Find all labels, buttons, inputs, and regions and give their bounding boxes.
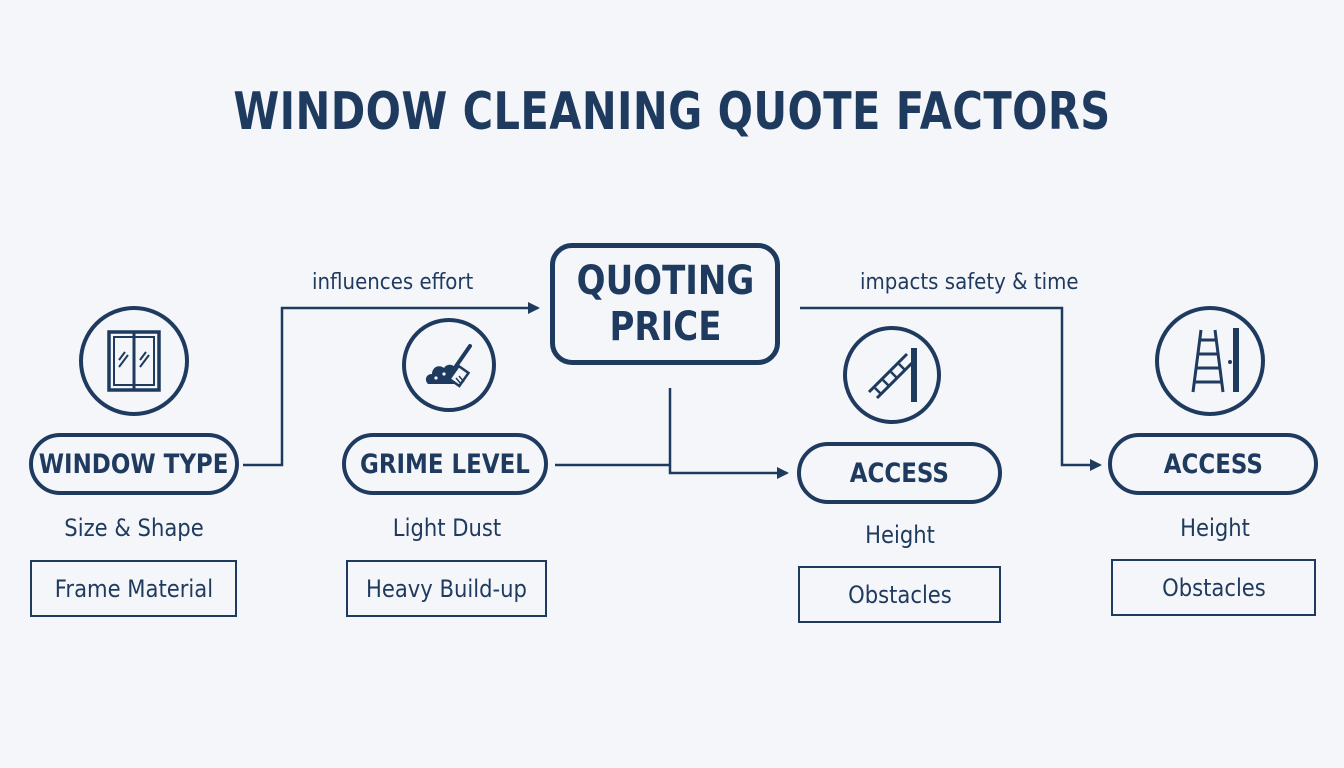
factor-detail-primary: Height: [1180, 514, 1250, 542]
connector-hub-to-access-right: [800, 306, 1102, 471]
factor-detail-secondary: Obstacles: [847, 580, 952, 609]
factor-label: WINDOW TYPE: [39, 448, 229, 480]
factor-detail-secondary: Frame Material: [54, 574, 213, 603]
connector-hub-to-access: [668, 388, 789, 479]
ladder-icon: [1155, 306, 1265, 416]
cleaning-brush-icon: [402, 318, 496, 412]
factor-label: GRIME LEVEL: [360, 448, 530, 480]
connector-window-type-to-hub: [243, 302, 540, 467]
factor-window-type: WINDOW TYPE: [29, 433, 239, 495]
ladder-wall-icon: [843, 326, 941, 424]
factor-detail-box: Obstacles: [1111, 559, 1316, 616]
factor-access: ACCESS: [797, 442, 1002, 504]
factor-access-right: ACCESS: [1108, 433, 1318, 495]
diagram-title: WINDOW CLEANING QUOTE FACTORS: [233, 82, 1111, 142]
hub-node: QUOTING PRICE: [550, 243, 780, 365]
hub-label: QUOTING PRICE: [576, 258, 754, 350]
edge-label-impacts: impacts safety & time: [860, 270, 1079, 295]
factor-detail-primary: Light Dust: [392, 514, 502, 542]
edge-label-influences: influences effort: [312, 270, 474, 295]
factor-detail-box: Obstacles: [798, 566, 1001, 623]
factor-detail-box: Heavy Build-up: [346, 560, 547, 617]
factor-label: ACCESS: [1163, 448, 1263, 480]
factor-detail-primary: Height: [865, 521, 935, 549]
factor-grime-level: GRIME LEVEL: [342, 433, 548, 495]
factor-label: ACCESS: [849, 457, 950, 489]
factor-detail-secondary: Obstacles: [1161, 573, 1266, 602]
factor-detail-box: Frame Material: [30, 560, 237, 617]
factor-detail-secondary: Heavy Build-up: [366, 574, 527, 603]
factor-detail-primary: Size & Shape: [64, 514, 204, 542]
window-icon: [79, 306, 189, 416]
